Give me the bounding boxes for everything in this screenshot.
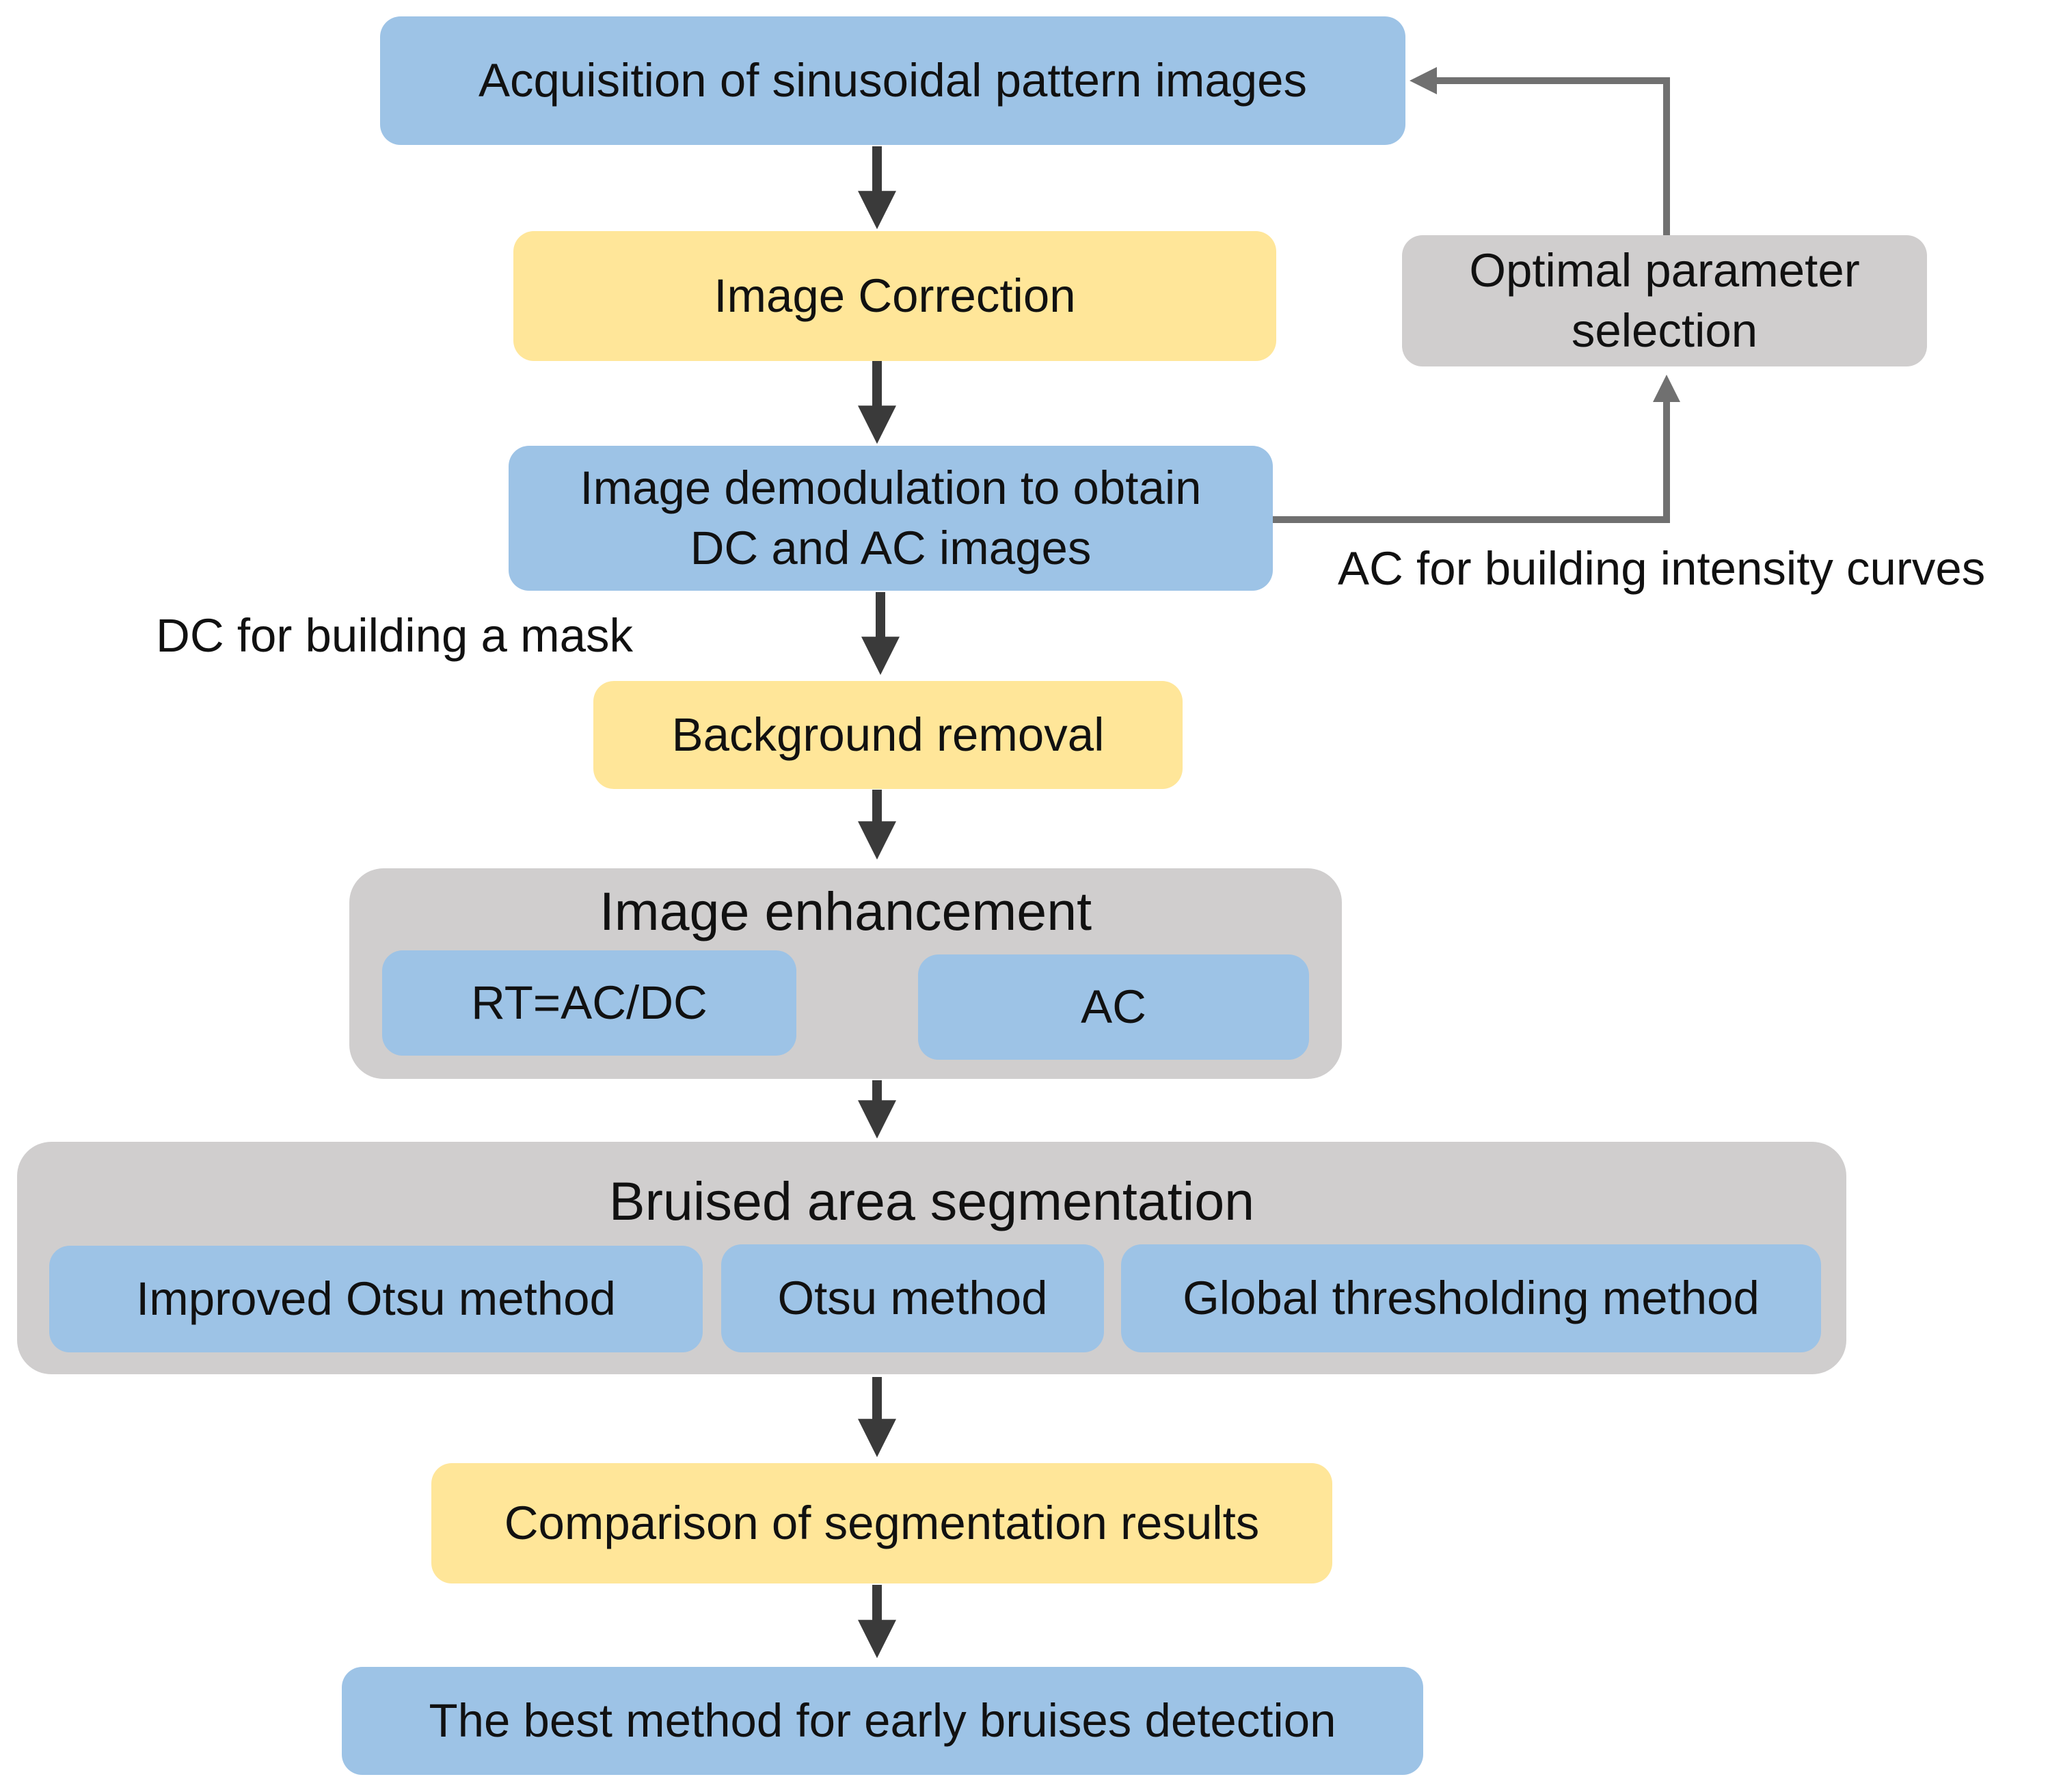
background-removal-label: Background removal — [671, 708, 1105, 761]
image-correction-label: Image Correction — [714, 269, 1076, 322]
enhancement-item-ac-label: AC — [1081, 980, 1146, 1033]
arrow-optimal-to-acquisition — [1410, 67, 1670, 235]
acquisition-box: Acquisition of sinusoidal pattern images — [380, 16, 1405, 145]
ac-curves-label: AC for building intensity curves — [1338, 542, 1986, 595]
optimal-parameter-label: Optimal parameter selection — [1469, 244, 1860, 357]
acquisition-label: Acquisition of sinusoidal pattern images — [478, 54, 1307, 107]
optimal-parameter-box: Optimal parameter selection — [1402, 235, 1927, 366]
comparison-box: Comparison of segmentation results — [431, 1463, 1332, 1583]
background-removal-box: Background removal — [593, 681, 1183, 789]
segmentation-item-global-threshold: Global thresholding method — [1121, 1244, 1821, 1352]
dc-mask-label: DC for building a mask — [156, 609, 633, 662]
arrow-demodulation-to-optimal — [1273, 375, 1680, 523]
segmentation-item-improved-otsu-label: Improved Otsu method — [136, 1272, 616, 1325]
segmentation-item-otsu-label: Otsu method — [777, 1272, 1048, 1324]
image-enhancement-title: Image enhancement — [599, 881, 1092, 941]
segmentation-title: Bruised area segmentation — [608, 1171, 1255, 1231]
image-correction-box: Image Correction — [513, 231, 1276, 361]
enhancement-item-rt: RT=AC/DC — [382, 950, 796, 1056]
segmentation-item-global-threshold-label: Global thresholding method — [1183, 1272, 1760, 1324]
best-method-box: The best method for early bruises detect… — [342, 1667, 1423, 1775]
demodulation-label: Image demodulation to obtain DC and AC i… — [580, 462, 1202, 574]
enhancement-item-rt-label: RT=AC/DC — [471, 976, 708, 1029]
enhancement-item-ac: AC — [918, 954, 1309, 1060]
comparison-label: Comparison of segmentation results — [504, 1497, 1260, 1549]
demodulation-box: Image demodulation to obtain DC and AC i… — [509, 446, 1273, 591]
best-method-label: The best method for early bruises detect… — [429, 1694, 1336, 1747]
segmentation-item-improved-otsu: Improved Otsu method — [49, 1246, 703, 1352]
segmentation-item-otsu: Otsu method — [721, 1244, 1104, 1352]
